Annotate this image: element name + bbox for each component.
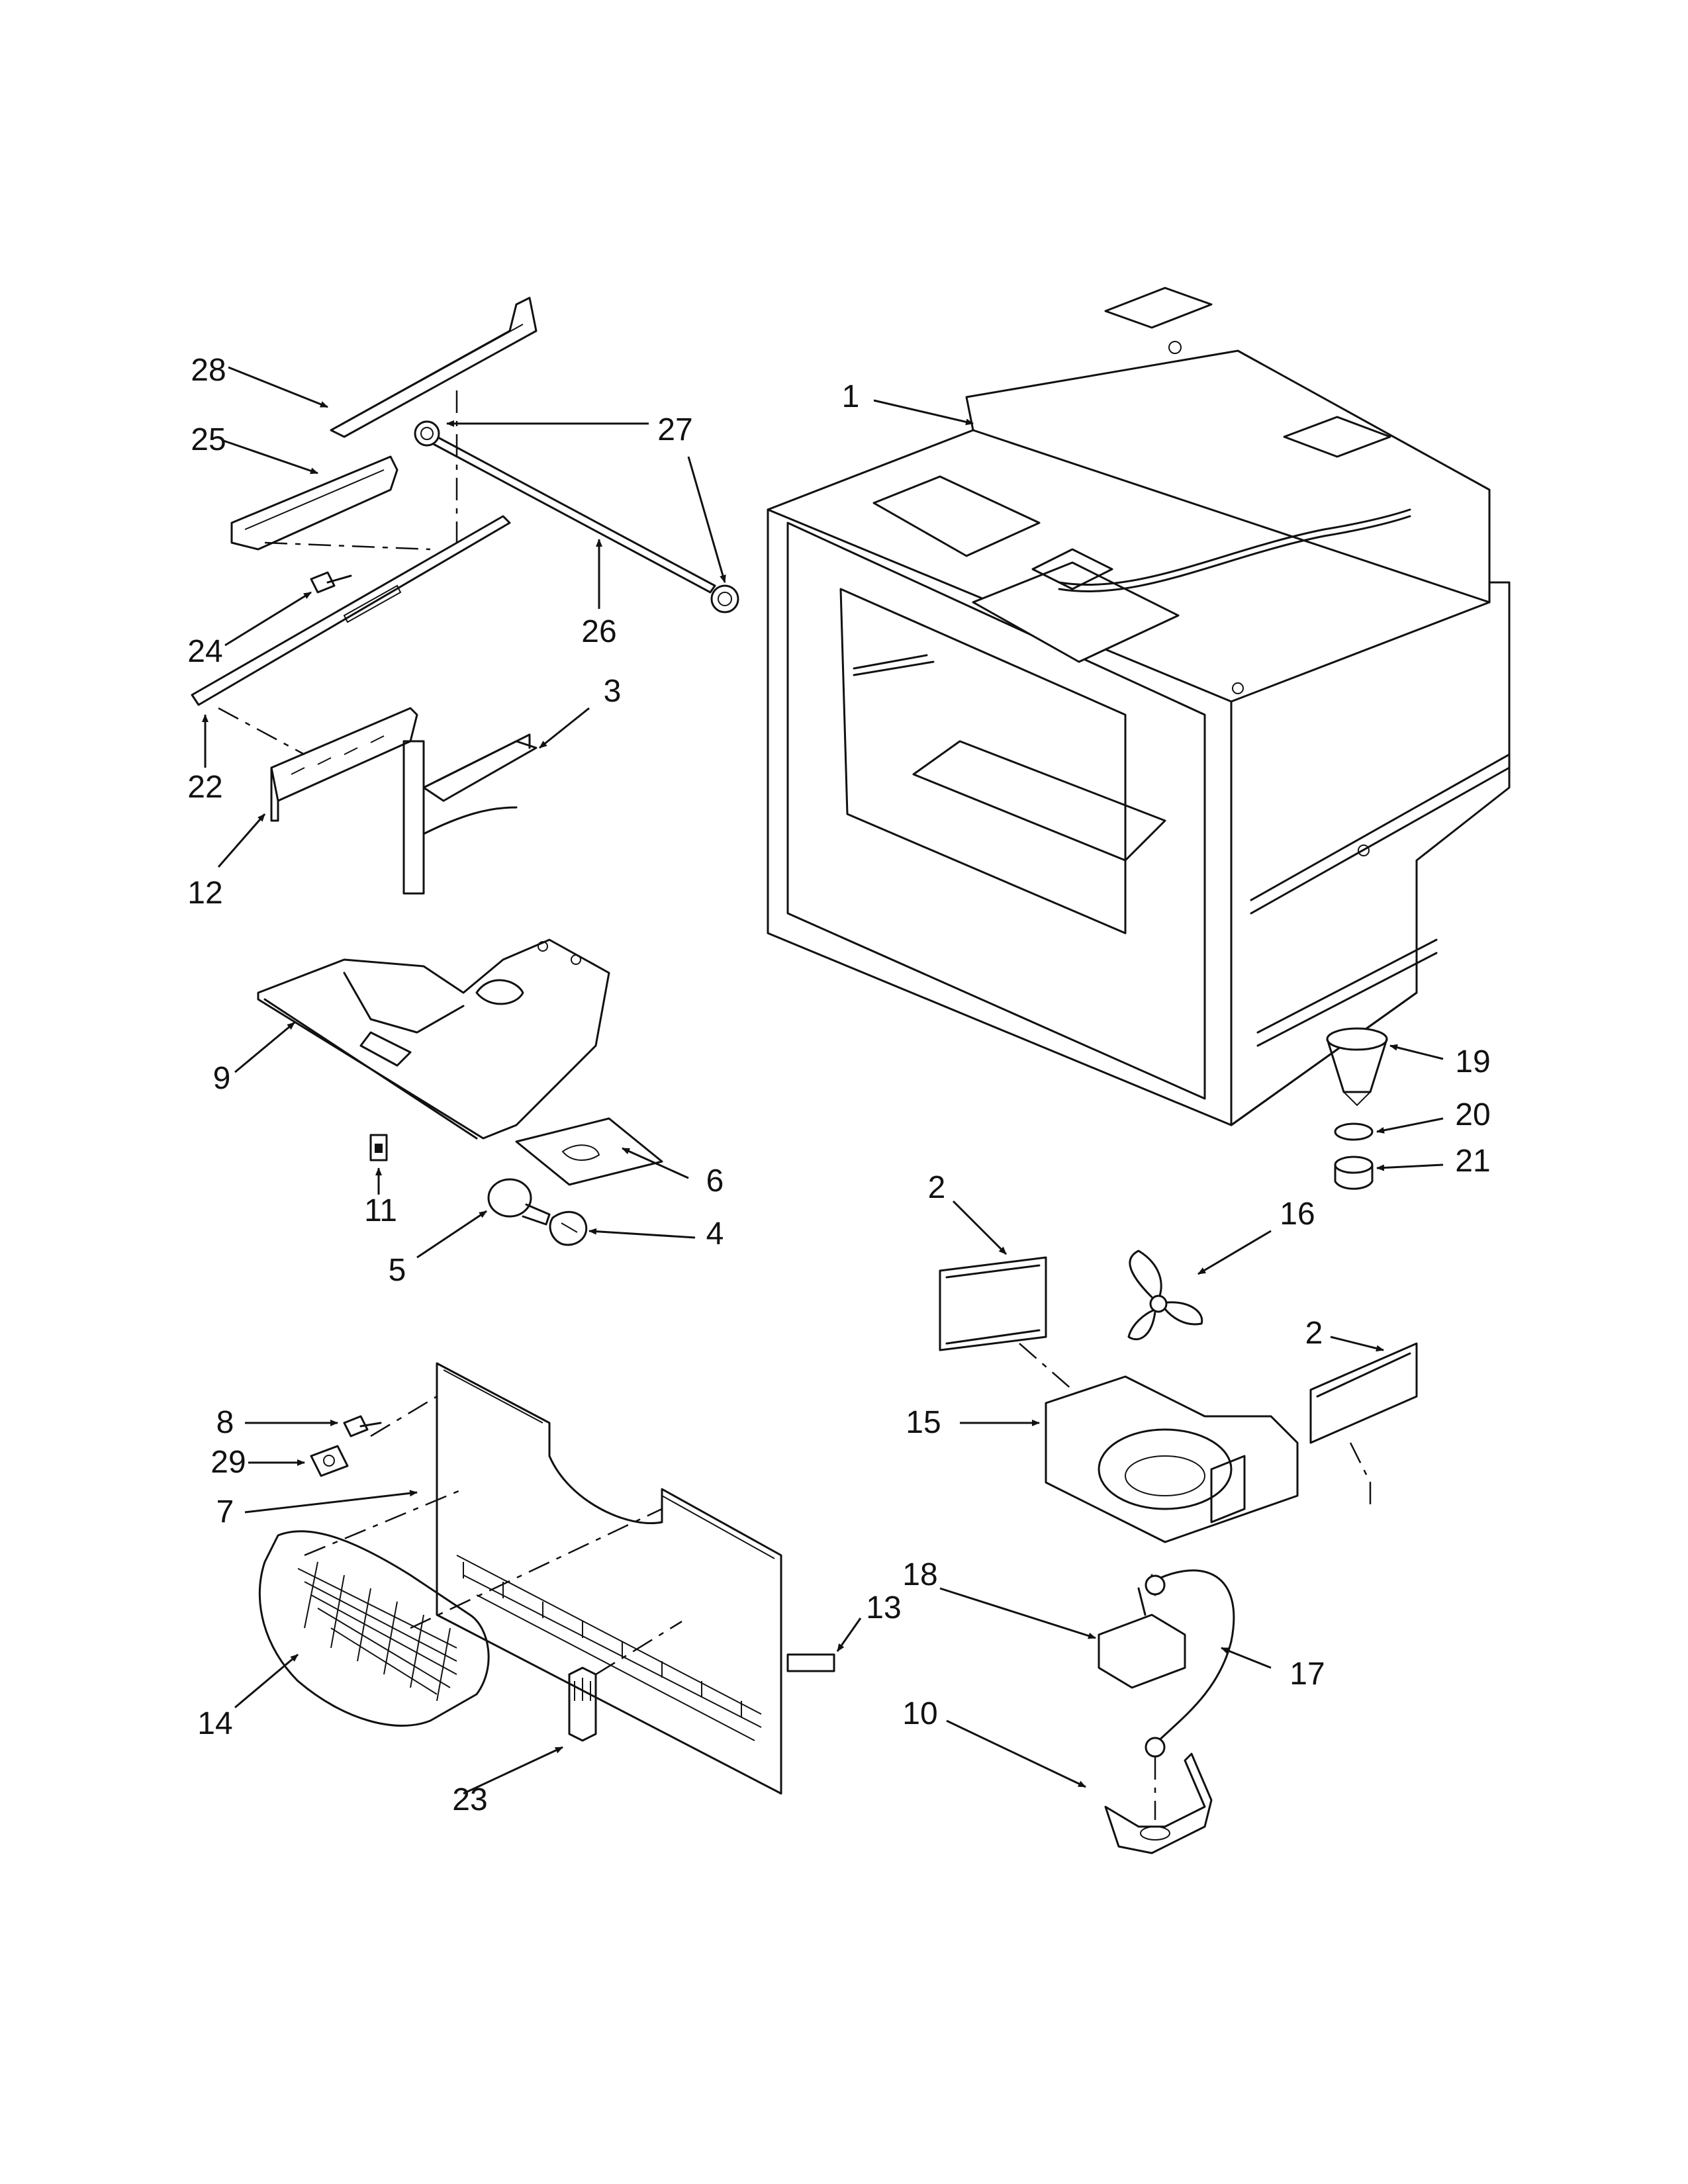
part-15-fan-shroud xyxy=(1045,1375,1299,1543)
callout-1: 1 xyxy=(842,379,860,414)
part-10-motor-bracket xyxy=(1104,1752,1213,1854)
callout-26: 26 xyxy=(581,614,616,649)
callout-23: 23 xyxy=(452,1782,487,1817)
assembly-guide-lines xyxy=(218,390,1372,1820)
callout-7: 7 xyxy=(216,1494,234,1529)
part-4-lamp-socket xyxy=(549,1210,588,1246)
callout-25: 25 xyxy=(191,422,226,457)
part-16-fan-blade xyxy=(1127,1250,1203,1341)
callout-6: 6 xyxy=(706,1163,724,1199)
part-2-foam-strip-right xyxy=(1309,1342,1418,1444)
part-9-housing xyxy=(257,938,610,1140)
part-23-light-diffuser xyxy=(568,1666,597,1742)
part-17-wire-harness xyxy=(1150,1569,1235,1749)
callout-8: 8 xyxy=(216,1405,234,1440)
callout-29: 29 xyxy=(211,1445,246,1480)
callout-3: 3 xyxy=(604,674,622,709)
part-26-axle-rod xyxy=(431,435,716,594)
part-2-foam-strip-left xyxy=(939,1256,1047,1351)
callout-20: 20 xyxy=(1455,1097,1490,1132)
leader-lines xyxy=(202,366,1444,1795)
part-8-screw xyxy=(343,1415,382,1437)
part-12-shelf-support xyxy=(270,707,418,822)
part-3-bracket xyxy=(402,733,538,895)
callout-4: 4 xyxy=(706,1216,724,1251)
part-7-rear-panel xyxy=(436,1362,782,1795)
part-14-grille xyxy=(258,1530,490,1727)
callout-19: 19 xyxy=(1455,1044,1490,1079)
part-1-freezer-liner xyxy=(767,287,1511,1126)
callout-13: 13 xyxy=(866,1590,901,1625)
callout-18: 18 xyxy=(902,1557,937,1592)
callout-9: 9 xyxy=(213,1061,231,1096)
part-24-screw xyxy=(310,571,352,594)
part-28-top-rail xyxy=(330,296,538,438)
part-21-drain-plug xyxy=(1334,1156,1374,1190)
callout-14: 14 xyxy=(197,1706,232,1741)
part-11-switch xyxy=(369,1134,388,1161)
callout-22: 22 xyxy=(187,770,222,805)
callout-21: 21 xyxy=(1455,1144,1490,1179)
part-27-gear-bottom xyxy=(710,584,739,614)
callout-24: 24 xyxy=(187,634,222,669)
callout-11: 11 xyxy=(364,1193,397,1228)
part-18-fan-motor xyxy=(1098,1574,1186,1758)
part-27-gear-top xyxy=(414,420,440,447)
callout-labels: 1 2 2 3 4 5 6 7 8 9 10 11 12 13 14 15 16… xyxy=(187,353,1490,1817)
part-29-grommet xyxy=(310,1445,349,1477)
part-20-o-ring xyxy=(1334,1122,1374,1141)
callout-15: 15 xyxy=(906,1405,941,1440)
part-5-light-bulb xyxy=(487,1178,551,1226)
callout-2-right: 2 xyxy=(1305,1316,1323,1351)
part-25-rail-bracket xyxy=(230,455,399,551)
part-13-gasket-strip xyxy=(786,1653,835,1672)
callout-16: 16 xyxy=(1280,1197,1315,1232)
callout-10: 10 xyxy=(902,1696,937,1731)
part-19-drain-cup xyxy=(1326,1027,1388,1107)
callout-5: 5 xyxy=(389,1253,406,1288)
callout-17: 17 xyxy=(1289,1657,1325,1692)
callout-27: 27 xyxy=(657,412,692,447)
callout-2-left: 2 xyxy=(928,1170,946,1205)
part-6-label-sheet xyxy=(515,1117,663,1186)
callout-28: 28 xyxy=(191,353,226,388)
callout-12: 12 xyxy=(187,876,222,911)
part-22-rail xyxy=(191,515,511,706)
